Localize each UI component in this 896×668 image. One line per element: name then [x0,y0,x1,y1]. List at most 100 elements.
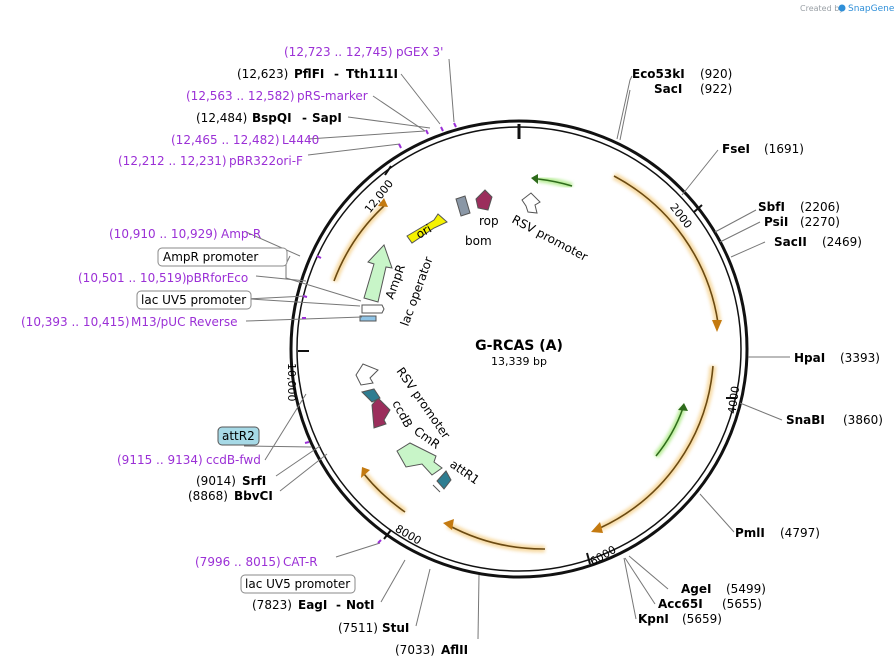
svg-text:(12,212 .. 12,231): (12,212 .. 12,231) [118,154,227,168]
orange-feature-arcs [330,172,722,553]
arrowhead-icon [378,198,388,207]
scale-ticks [298,165,737,565]
site-psii: PsiI [764,215,788,229]
svg-text:(8868): (8868) [188,489,228,503]
svg-text:(12,563 .. 12,582): (12,563 .. 12,582) [186,89,295,103]
svg-text:(922): (922) [700,82,732,96]
site-stui: StuI [382,621,409,635]
svg-text:-: - [302,111,307,125]
snapgene-logo-icon [838,4,846,12]
rsv-promoter-inner-feature [355,363,379,386]
site-srfi: SrfI [242,474,266,488]
rop-feature [475,189,493,211]
bottom-leader-lines [335,542,480,640]
site-fsei: FseI [722,142,750,156]
primer-pbr322ori-f: pBR322ori-F [229,154,303,168]
svg-text:(10,501 .. 10,519): (10,501 .. 10,519) [78,271,187,285]
svg-text:(9014): (9014) [196,474,236,488]
svg-text:ori: ori [413,222,434,242]
svg-text:(2270): (2270) [800,215,840,229]
bottom-site-labels: (7033) AflII (7511) StuI (7823) EagI - N… [252,598,468,657]
svg-text:(7996 .. 8015): (7996 .. 8015) [195,555,281,569]
cmr-feature [396,442,443,476]
ampr-feature [363,244,393,303]
svg-text:(2469): (2469) [822,235,862,249]
arrowhead-icon [443,519,454,530]
svg-text:(5659): (5659) [682,612,722,626]
tick-label-6000: 6000 [588,543,619,568]
ori-feature: ori [406,213,448,244]
tick-label-4000: 4000 [725,385,742,415]
right-leader-lines [616,75,790,620]
label-attr2: attR2 [222,429,255,443]
svg-text:(9115 .. 9134): (9115 .. 9134) [117,453,203,467]
rop-label: rop [479,214,499,228]
svg-text:(3393): (3393) [840,351,880,365]
svg-text:-: - [336,598,341,612]
site-snabi: SnaBI [786,413,825,427]
site-acc65i: Acc65I [658,597,703,611]
site-noti: NotI [346,598,375,612]
lac-operator-markers [359,304,385,322]
site-bbvci: BbvCI [234,489,273,503]
primer-prs-marker: pRS-marker [297,89,368,103]
tick-label-10000: 10,000 [285,363,298,402]
svg-text:(7511): (7511) [338,621,378,635]
svg-text:(12,484): (12,484) [196,111,247,125]
site-bspqi: BspQI [252,111,292,125]
attr1-feature [432,470,452,493]
primer-ccdb-fwd: ccdB-fwd [206,453,261,467]
right-site-labels: Eco53kI (920) SacI (922) FseI (1691) Sbf… [632,67,883,626]
svg-text:(12,465 .. 12,482): (12,465 .. 12,482) [171,133,280,147]
svg-text:(10,910 .. 10,929): (10,910 .. 10,929) [109,227,218,241]
boxed-feature-labels: AmpR promoter lac UV5 promoter attR2 lac… [136,247,356,594]
ccdb-label: ccdB [389,398,415,430]
svg-text:(920): (920) [700,67,732,81]
primer-l4440: L4440 [282,133,319,147]
site-eagi: EagI [298,598,327,612]
site-agei: AgeI [681,582,711,596]
svg-text:(5655): (5655) [722,597,762,611]
arrowhead-icon [361,467,370,478]
svg-text:(2206): (2206) [800,200,840,214]
site-sbfi: SbfI [758,200,785,214]
svg-text:(10,393 .. 10,415): (10,393 .. 10,415) [21,315,130,329]
snapgene-brand-label: SnapGene [848,4,895,14]
primer-m13-puc-reverse: M13/pUC Reverse [131,315,238,329]
label-ampr-promoter: AmpR promoter [163,250,258,264]
green-feature-arcs [531,174,688,458]
svg-text:(3860): (3860) [843,413,883,427]
label-lac-uv5-promoter-bottom: lac UV5 promoter [245,577,350,591]
arrowhead-icon [678,403,688,411]
bom-label: bom [465,234,492,248]
site-saci: SacI [654,82,682,96]
arrowhead-icon [712,320,722,332]
site-tth111i: Tth111I [346,67,398,81]
svg-text:(4797): (4797) [780,526,820,540]
plasmid-length: 13,339 bp [491,355,547,368]
svg-text:(7033): (7033) [395,643,435,657]
bom-feature [455,195,471,217]
left-site-labels: (8868) BbvCI (9014) SrfI (12,484) BspQI … [188,67,398,503]
site-kpni: KpnI [638,612,669,626]
svg-text:(7823): (7823) [252,598,292,612]
svg-text:(1691): (1691) [764,142,804,156]
primer-labels: (12,723 .. 12,745) pGEX 3' (12,563 .. 12… [21,45,443,569]
arrowhead-icon [531,174,538,184]
rsv-promoter-top-feature [521,192,541,214]
svg-text:(12,723 .. 12,745): (12,723 .. 12,745) [284,45,393,59]
arrowhead-icon [591,522,603,533]
label-lac-uv5-promoter-top: lac UV5 promoter [141,293,246,307]
created-by-label: Created by [800,4,844,13]
plasmid-name: G-RCAS (A) [475,338,563,354]
site-hpai: HpaI [794,351,825,365]
site-eco53ki: Eco53kI [632,67,685,81]
site-sapi: SapI [312,111,342,125]
svg-text:-: - [334,67,339,81]
site-aflii: AflII [441,643,468,657]
primer-pgex3: pGEX 3' [396,45,443,59]
primer-cat-r: CAT-R [283,555,318,569]
primer-markers [302,122,457,544]
svg-text:(12,623): (12,623) [237,67,288,81]
